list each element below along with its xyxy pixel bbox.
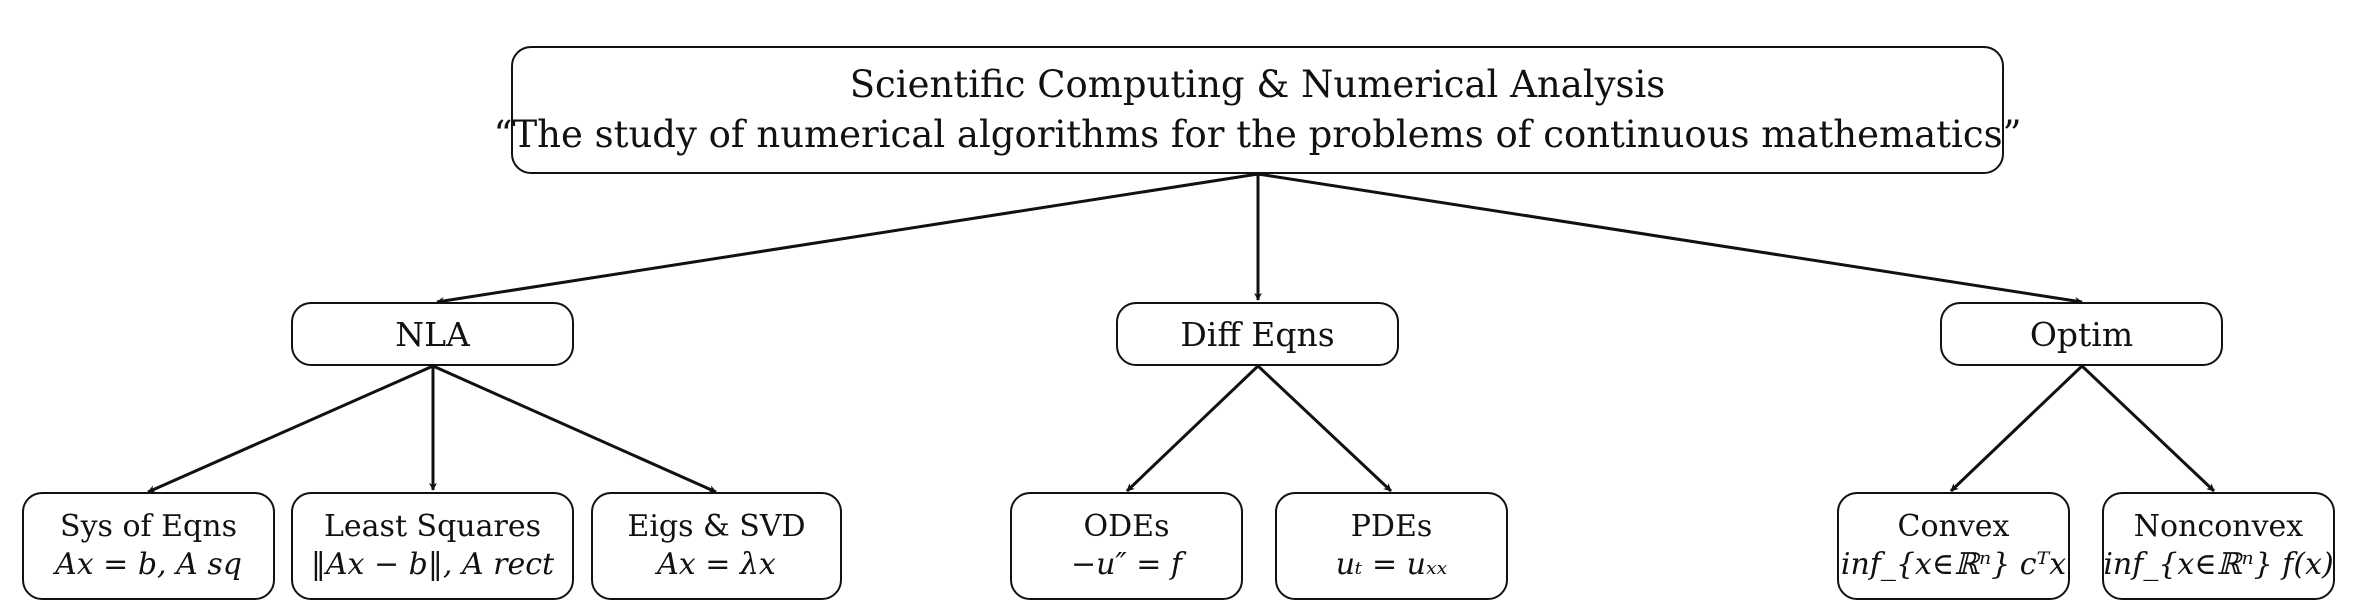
leaf-least-squares: Least Squares ‖Ax − b‖, A rect: [291, 492, 574, 600]
leaf-nonconvex: Nonconvex inf_{x∈ℝⁿ} f(x): [2102, 492, 2335, 600]
leaf-title: ODEs: [1083, 509, 1170, 544]
edge-root-nla: [436, 172, 1259, 305]
root-title: Scientific Computing & Numerical Analysi…: [849, 63, 1666, 106]
edge-nla-syseqns: [147, 364, 434, 494]
branch-optim: Optim: [1940, 302, 2223, 366]
branch-label: Optim: [2029, 314, 2134, 354]
leaf-formula: uₜ = uₓₓ: [1335, 547, 1448, 582]
root-node: Scientific Computing & Numerical Analysi…: [494, 46, 2021, 174]
branch-label: NLA: [395, 314, 470, 354]
leaf-title: Nonconvex: [2133, 509, 2304, 544]
leaf-title: Eigs & SVD: [627, 509, 806, 544]
branch-label: Diff Eqns: [1180, 314, 1335, 354]
branch-diff-eqns: Diff Eqns: [1116, 302, 1399, 366]
leaf-formula: inf_{x∈ℝⁿ} cᵀx: [1840, 547, 2067, 582]
leaf-odes: ODEs −u″ = f: [1010, 492, 1243, 600]
leaf-title: Sys of Eqns: [60, 509, 237, 544]
root-subtitle: “The study of numerical algorithms for t…: [493, 113, 2022, 156]
edge-optim-nonconvex: [2080, 364, 2216, 493]
leaf-pdes: PDEs uₜ = uₓₓ: [1275, 492, 1508, 600]
leaf-formula: Ax = λx: [657, 547, 776, 582]
branch-nla: NLA: [291, 302, 574, 366]
leaf-title: Least Squares: [323, 509, 541, 544]
leaf-formula: inf_{x∈ℝⁿ} f(x): [2103, 547, 2334, 582]
leaf-convex: Convex inf_{x∈ℝⁿ} cᵀx: [1837, 492, 2070, 600]
edge-diffeqns-odes: [1125, 364, 1260, 493]
leaf-title: Convex: [1897, 509, 2010, 544]
edge-root-optim: [1257, 172, 2083, 305]
leaf-formula: Ax = b, A sq: [55, 547, 242, 582]
edge-diffeqns-pdes: [1256, 364, 1393, 493]
leaf-formula: ‖Ax − b‖, A rect: [310, 547, 555, 582]
leaf-title: PDEs: [1350, 509, 1433, 544]
edge-optim-convex: [1949, 364, 2084, 493]
edge-nla-eigs: [432, 364, 717, 494]
leaf-eigs-svd: Eigs & SVD Ax = λx: [591, 492, 842, 600]
leaf-formula: −u″ = f: [1071, 547, 1182, 582]
leaf-sys-of-eqns: Sys of Eqns Ax = b, A sq: [22, 492, 275, 600]
